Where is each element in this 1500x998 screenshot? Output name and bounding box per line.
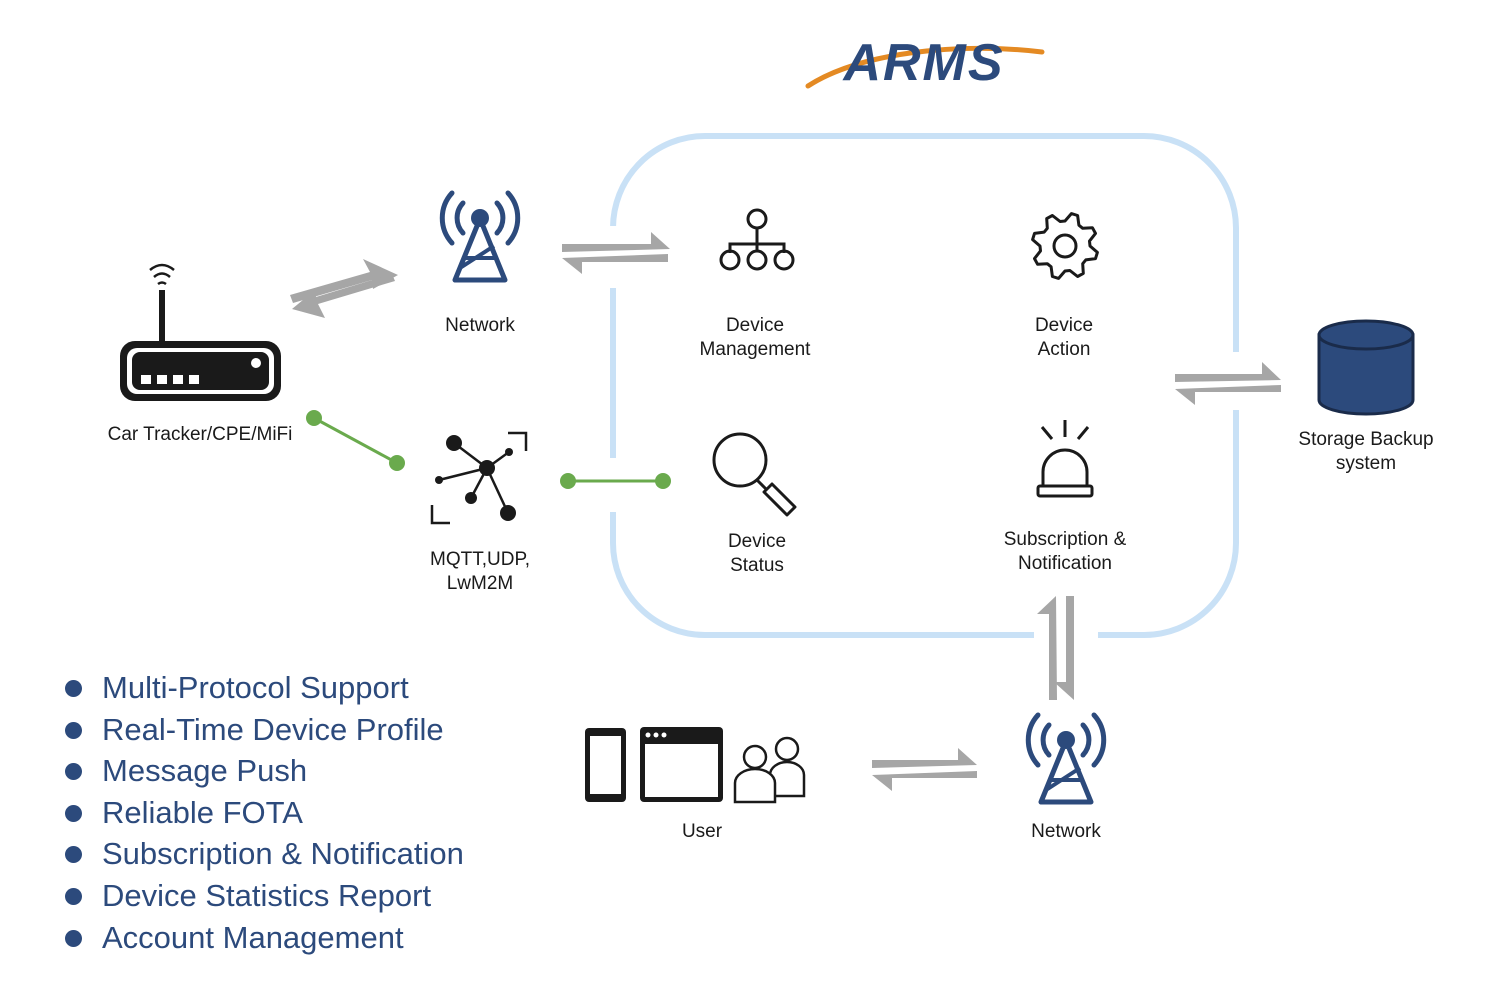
router-icon — [120, 263, 281, 401]
device-action-label: Device Action — [1000, 314, 1128, 362]
hierarchy-icon — [719, 208, 795, 271]
feature-item: Account Management — [62, 917, 464, 959]
subscription-label-line1: Subscription & — [1003, 529, 1127, 550]
feature-label: Subscription & Notification — [102, 836, 464, 872]
network-bottom-label: Network — [1031, 821, 1101, 842]
protocols-label-line2: LwM2M — [446, 573, 514, 594]
device-action-label-line2: Action — [1037, 339, 1091, 360]
bullet-icon — [65, 887, 82, 905]
device-status-label: Device Status — [693, 530, 821, 578]
arrow-platform-network — [1037, 596, 1074, 700]
feature-list: Multi-Protocol Support Real-Time Device … — [62, 667, 464, 958]
bullet-icon — [65, 763, 82, 781]
magnifier-icon — [712, 432, 797, 517]
cell-tower-icon — [439, 190, 521, 283]
feature-item: Message Push — [62, 750, 464, 792]
protocol-network-icon — [430, 431, 528, 525]
feature-label: Device Statistics Report — [102, 877, 432, 913]
arrow-user-network — [872, 748, 977, 791]
browser-window-icon — [640, 727, 723, 802]
car-tracker-label: Car Tracker/CPE/MiFi — [107, 424, 293, 445]
protocols-label-line1: MQTT,UDP, — [430, 549, 530, 570]
feature-label: Real-Time Device Profile — [102, 711, 444, 747]
feature-item: Multi-Protocol Support — [62, 667, 464, 709]
feature-item: Reliable FOTA — [62, 792, 464, 834]
device-status-label-line1: Device — [727, 531, 787, 552]
device-management-label-line1: Device — [725, 315, 785, 336]
arrow-router-network — [290, 259, 398, 318]
bullet-icon — [65, 929, 82, 947]
device-management-label-line2: Management — [699, 339, 811, 360]
feature-label: Message Push — [102, 753, 308, 789]
feature-label: Account Management — [102, 919, 404, 955]
bullet-icon — [65, 804, 82, 822]
gear-icon — [1031, 212, 1099, 280]
subscription-label-line2: Notification — [1018, 553, 1112, 574]
device-management-label: Device Management — [675, 314, 835, 362]
feature-item: Subscription & Notification — [62, 833, 464, 875]
storage-label: Storage Backup system — [1286, 428, 1446, 476]
subscription-label: Subscription & Notification — [985, 528, 1145, 576]
link-protocols-platform — [560, 473, 671, 489]
alarm-light-icon — [1036, 420, 1094, 498]
user-devices-icon — [585, 727, 806, 804]
arms-logo: ARMS — [805, 34, 1045, 92]
protocols-label: MQTT,UDP, LwM2M — [410, 548, 550, 596]
feature-label: Multi-Protocol Support — [102, 670, 409, 705]
smartphone-icon — [585, 728, 626, 802]
feature-item: Device Statistics Report — [62, 875, 464, 917]
bullet-icon — [65, 721, 82, 739]
feature-item: Real-Time Device Profile — [62, 709, 464, 751]
storage-label-line2: system — [1335, 453, 1397, 474]
bullet-icon — [65, 846, 82, 864]
arrow-network-platform — [562, 232, 670, 274]
cell-tower-icon — [1025, 712, 1107, 805]
database-icon — [1317, 319, 1415, 416]
arrow-platform-storage — [1175, 362, 1281, 405]
bullet-icon — [65, 680, 82, 697]
device-status-label-line2: Status — [730, 555, 784, 576]
svg-text:ARMS: ARMS — [841, 34, 1004, 92]
feature-label: Reliable FOTA — [102, 794, 303, 830]
device-action-label-line1: Device — [1034, 315, 1094, 336]
people-icon — [733, 736, 806, 804]
storage-label-line1: Storage Backup — [1298, 429, 1434, 450]
network-top-label: Network — [445, 315, 515, 336]
user-label: User — [681, 821, 723, 842]
link-router-protocols — [306, 410, 405, 471]
